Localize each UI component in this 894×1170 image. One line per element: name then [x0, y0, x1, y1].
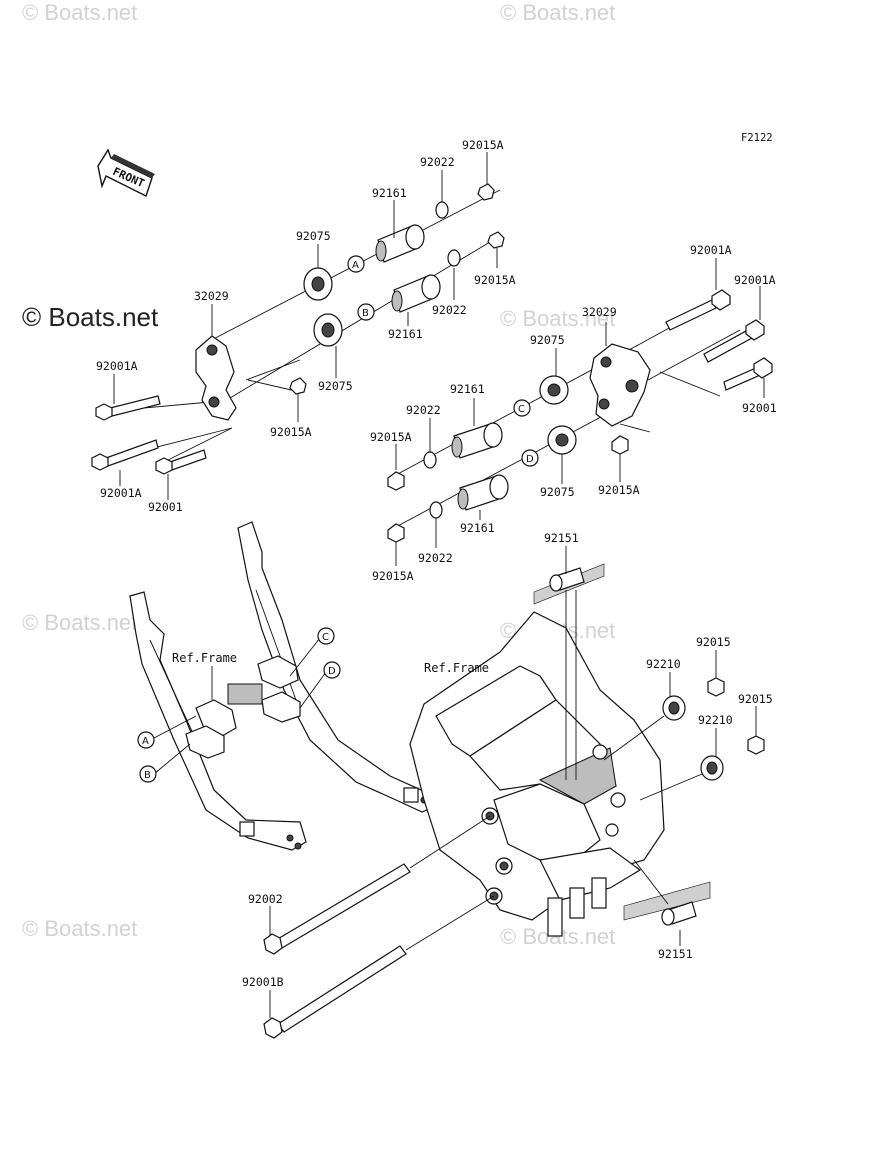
part-label: 32029: [582, 305, 617, 319]
callout-d: [521, 449, 539, 467]
part-label: 92022: [418, 551, 453, 565]
part-label: 92001: [742, 401, 777, 415]
watermark: © Boats.net: [22, 916, 138, 941]
part-label: 92015A: [372, 569, 414, 583]
part-label: 32029: [194, 289, 229, 303]
callout-a: [347, 255, 365, 273]
watermark: © Boats.net: [22, 0, 138, 25]
callout-b-frame: [139, 765, 157, 783]
watermark: © Boats.net: [500, 306, 616, 331]
callout-b-frame-label: B: [144, 770, 151, 781]
part-label: 92015A: [462, 138, 504, 152]
callout-c-frame-label: C: [322, 632, 329, 643]
callout-c-label: C: [518, 404, 525, 415]
part-label: 92075: [540, 485, 575, 499]
part-label: 92022: [432, 303, 467, 317]
callout-d-frame: [323, 661, 341, 679]
part-label: 92001A: [734, 273, 776, 287]
part-label: 92151: [658, 947, 693, 961]
part-label: 92015A: [598, 483, 640, 497]
watermark: © Boats.net: [500, 0, 616, 25]
callout-d-frame-label: D: [328, 666, 336, 677]
part-label: 92161: [388, 327, 423, 341]
part-label: 92001A: [100, 486, 142, 500]
callout-a-frame-label: A: [142, 736, 149, 747]
part-label: 92001A: [96, 359, 138, 373]
part-label: 92015A: [474, 273, 516, 287]
part-label: 92161: [450, 382, 485, 396]
part-label: 92015: [738, 692, 773, 706]
part-label: 92001: [148, 500, 183, 514]
part-label: 92210: [698, 713, 733, 727]
part-label: 92015: [696, 635, 731, 649]
part-label: 92001A: [690, 243, 732, 257]
upper-right-assembly: C D: [387, 258, 773, 566]
callout-c-frame: [317, 627, 335, 645]
callout-a-frame: [137, 731, 155, 749]
callout-b-label: B: [362, 308, 369, 319]
part-label: 92210: [646, 657, 681, 671]
callout-b: [357, 303, 375, 321]
front-arrow-icon: FRONT: [97, 148, 155, 197]
part-label: 92151: [544, 531, 579, 545]
part-label: 92075: [296, 229, 331, 243]
part-label: 92001B: [242, 975, 284, 989]
frame-rails: A B C D: [129, 521, 437, 851]
part-label: 92022: [420, 155, 455, 169]
part-label: 92161: [460, 521, 495, 535]
upper-left-assembly: A B: [91, 152, 505, 500]
part-label: 92015A: [370, 430, 412, 444]
part-label: 92002: [248, 892, 283, 906]
callout-d-label: D: [526, 454, 534, 465]
callout-a-label: A: [352, 260, 359, 271]
part-label: 92161: [372, 186, 407, 200]
part-label: 92075: [318, 379, 353, 393]
diagram-code: F2122: [741, 132, 773, 144]
ref-frame-label-left: Ref.Frame: [172, 651, 237, 665]
part-label: 92075: [530, 333, 565, 347]
part-label: 92015A: [270, 425, 312, 439]
part-label: 92022: [406, 403, 441, 417]
ref-frame-label-right: Ref.Frame: [424, 661, 489, 675]
watermark: © Boats.net: [22, 610, 138, 635]
main-frame: [263, 546, 765, 1039]
watermark-main: © Boats.net: [22, 302, 159, 332]
callout-c: [513, 399, 531, 417]
